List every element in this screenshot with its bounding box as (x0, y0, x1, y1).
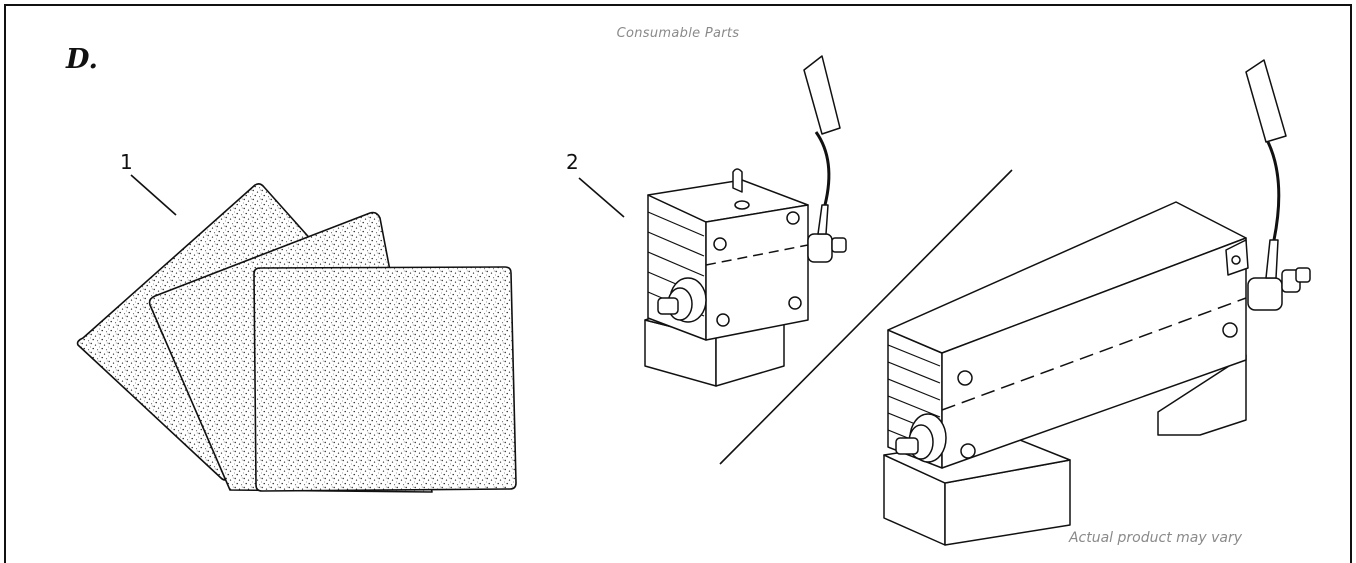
callout-number-2: 2 (566, 150, 579, 174)
filter-pad-front (253, 266, 517, 492)
large-ozone-plate-illustration (883, 59, 1311, 546)
figure-frame (4, 4, 1352, 563)
divider-line (719, 169, 1013, 465)
callout-leader-1 (130, 174, 177, 216)
callout-number-1: 1 (120, 150, 133, 174)
disclaimer-caption: Actual product may vary (1068, 530, 1242, 546)
figure-title: Consumable Parts (616, 26, 740, 41)
section-label: D. (66, 44, 98, 75)
filter-pads-illustration (76, 183, 517, 493)
callout-leader-2 (578, 177, 625, 218)
small-ozone-plate-illustration (644, 55, 847, 387)
